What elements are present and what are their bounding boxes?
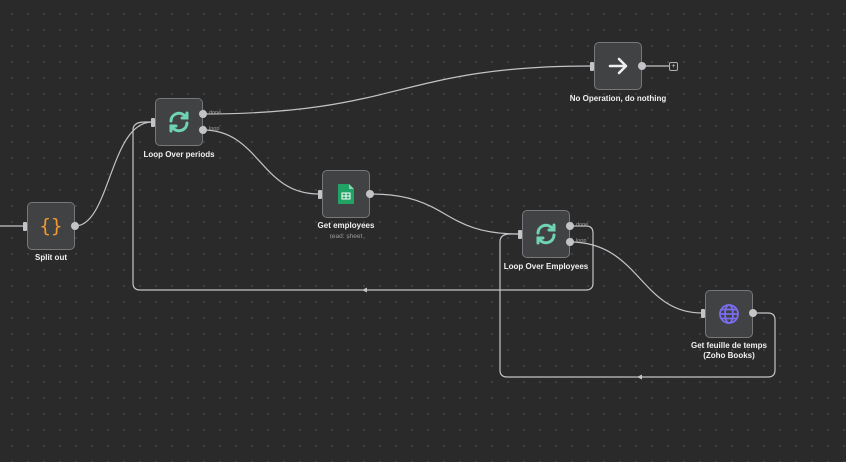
port-label-loop: loop [209, 126, 220, 132]
node-get-employees[interactable] [322, 170, 370, 218]
loop-icon [169, 111, 189, 133]
node-label: Get feuille de temps (Zoho Books) [690, 341, 768, 360]
edge-get-employees-to-loop-employees[interactable] [369, 193, 520, 235]
port-label-done: done [576, 222, 589, 228]
edge-split-to-loop-periods[interactable] [74, 121, 153, 227]
node-label: No Operation, do nothing [569, 94, 667, 103]
port-label-loop: loop [576, 238, 587, 244]
input-handle[interactable] [590, 61, 594, 71]
node-loop-over-employees[interactable] [522, 210, 570, 258]
svg-text:{}: {} [40, 215, 63, 237]
node-split-out[interactable]: {} [27, 202, 75, 250]
input-handle[interactable] [151, 117, 155, 127]
output-handle-loop[interactable] [199, 126, 207, 134]
node-label: Loop Over Employees [503, 262, 589, 271]
node-label: Get employees [317, 221, 375, 230]
globe-icon [719, 304, 739, 324]
edge-loop-to-get-employees[interactable] [202, 129, 320, 195]
output-handle[interactable] [366, 190, 374, 198]
output-handle-done[interactable] [566, 222, 574, 230]
curly-braces-icon: {} [40, 215, 63, 237]
input-handle[interactable] [518, 229, 522, 239]
edge-loop-to-get-feuille[interactable] [569, 241, 703, 314]
arrow-left-icon [637, 374, 642, 380]
output-handle[interactable] [71, 222, 79, 230]
google-sheets-icon [338, 184, 354, 204]
output-handle-done[interactable] [199, 110, 207, 118]
input-handle[interactable] [318, 189, 322, 199]
node-get-feuille-de-temps[interactable] [705, 290, 753, 338]
loop-icon [536, 223, 556, 245]
node-label: Split out [35, 253, 67, 262]
output-handle[interactable] [749, 309, 757, 317]
node-loop-over-periods[interactable] [155, 98, 203, 146]
input-handle[interactable] [23, 221, 27, 231]
arrow-right-icon [608, 57, 628, 75]
node-label: Loop Over periods [143, 150, 215, 159]
edge-done-to-noop[interactable] [202, 65, 592, 115]
input-handle[interactable] [701, 308, 705, 318]
output-handle-loop[interactable] [566, 238, 574, 246]
node-no-operation[interactable] [594, 42, 642, 90]
port-label-done: done [209, 110, 222, 116]
add-node-button[interactable]: + [669, 61, 678, 71]
output-handle[interactable] [638, 62, 646, 70]
node-subtitle: read: sheet [329, 233, 363, 240]
arrow-left-icon [362, 287, 367, 293]
